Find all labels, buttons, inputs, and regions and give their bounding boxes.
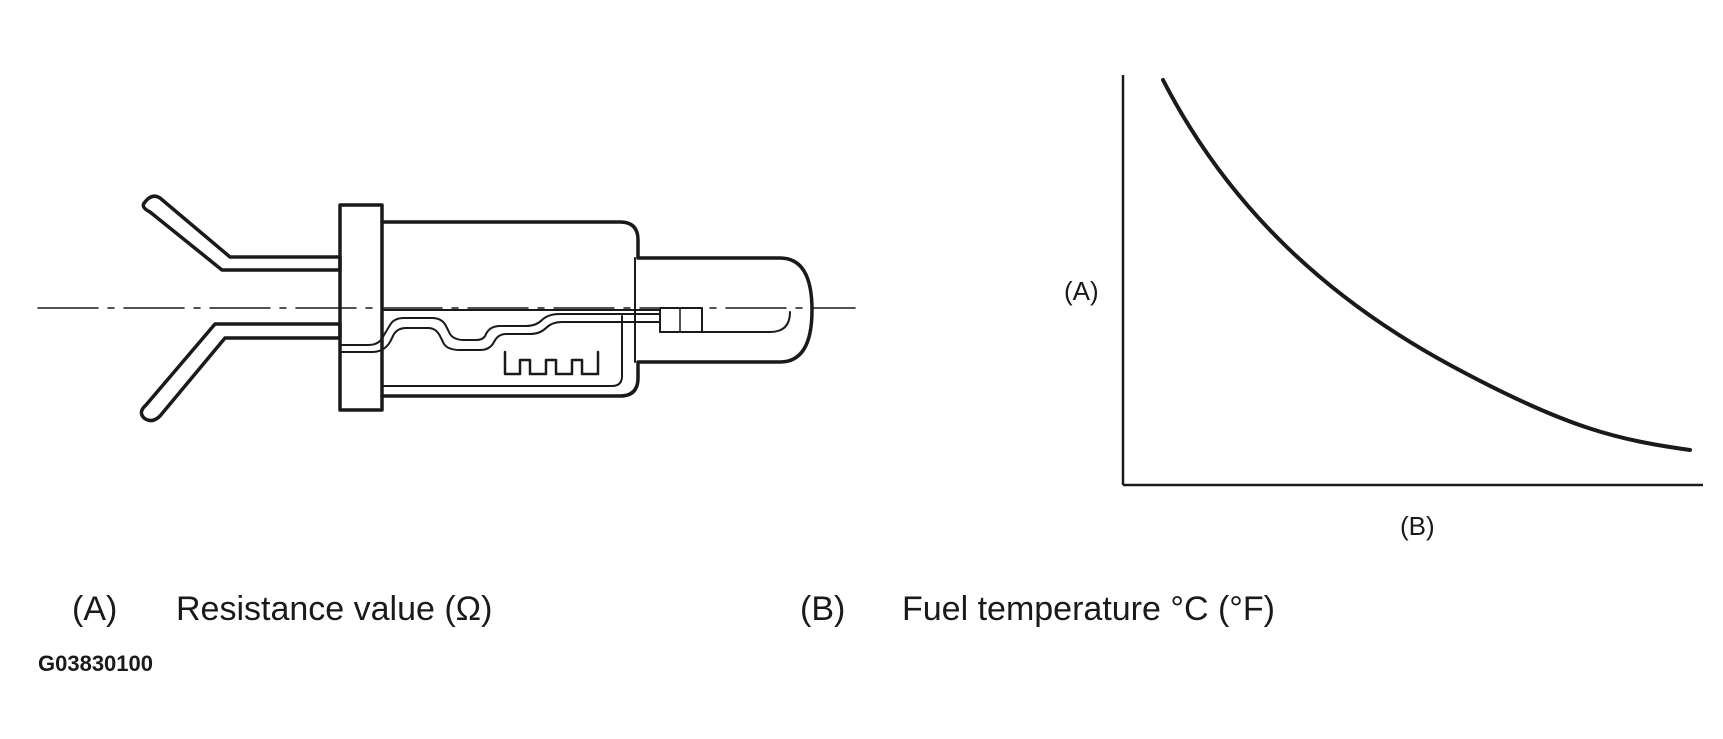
sensor-fins	[503, 350, 600, 376]
internal-lead-inner	[339, 321, 661, 353]
lower-terminal	[139, 322, 342, 423]
resistance-curve	[1161, 78, 1692, 452]
legend-a-text: Resistance value (Ω)	[176, 590, 493, 628]
upper-terminal	[141, 194, 342, 272]
legend-b-text: Fuel temperature °C (°F)	[902, 590, 1275, 628]
legend-b-key: (B)	[800, 590, 846, 628]
sensor-flange	[338, 203, 384, 412]
x-axis-label: (B)	[1400, 511, 1435, 541]
resistance-temperature-graph	[1121, 75, 1703, 487]
internal-lead	[339, 313, 661, 346]
fuel-temperature-sensor-icon	[37, 194, 856, 423]
inner-housing	[381, 309, 661, 387]
legend-a-key: (A)	[72, 590, 118, 628]
sensor-body	[380, 220, 814, 398]
thermistor-element	[659, 307, 703, 333]
figure-code: G03830100	[38, 651, 153, 676]
y-axis-label: (A)	[1064, 276, 1099, 306]
tip-lead	[701, 311, 791, 333]
